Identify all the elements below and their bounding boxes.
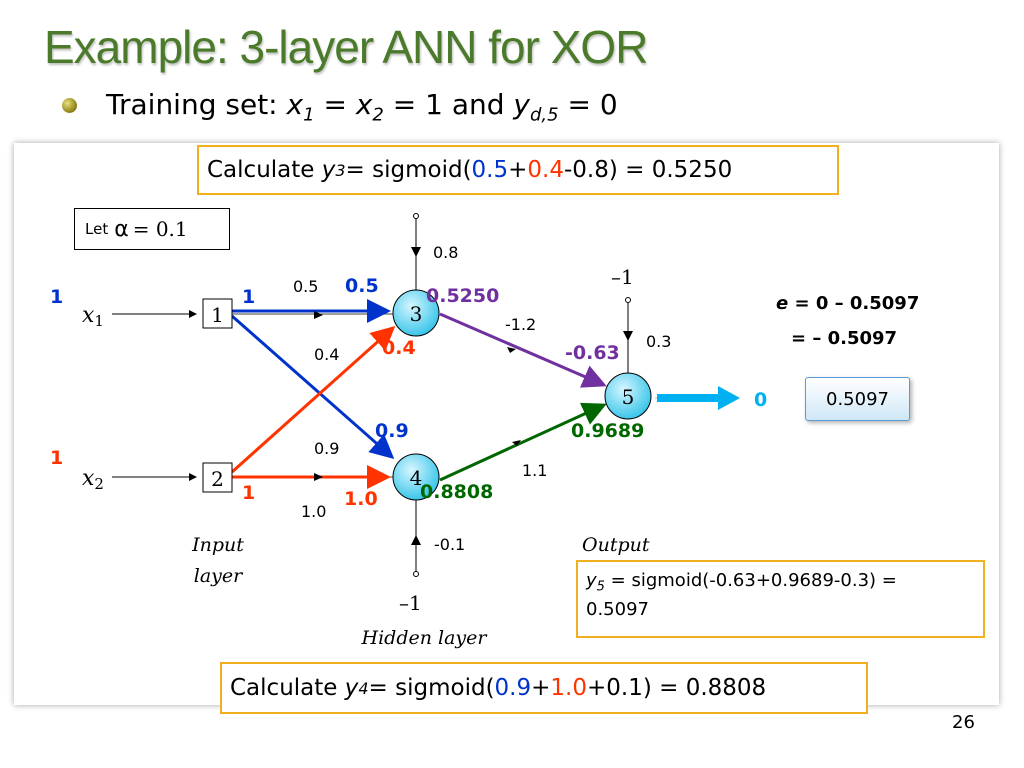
threshold-node-3 xyxy=(413,213,419,219)
input-layer-label-2: layer xyxy=(194,565,244,587)
edge-1-4 xyxy=(231,314,395,459)
weight-13-product: 0.5 xyxy=(345,275,379,297)
x2-label: x2 xyxy=(82,466,104,493)
edge-arrow-35 xyxy=(507,347,516,353)
node2-output: 1 xyxy=(242,482,255,504)
neuron-4-label: 4 xyxy=(410,466,423,490)
neuron-4-output: 0.8808 xyxy=(420,481,493,503)
threshold-4: –1 xyxy=(399,591,422,615)
output-arrow-icon xyxy=(718,386,740,410)
bias-arrow-5 xyxy=(623,331,633,341)
neuron-3 xyxy=(392,289,440,337)
error-line-1: e = 0 – 0.5097 xyxy=(776,293,919,314)
edge-4-5 xyxy=(439,402,607,482)
neuron-4 xyxy=(392,453,440,501)
training-set-text: Training set: x1 = x2 = 1 and yd,5 = 0 xyxy=(106,88,618,126)
output-layer-label: Output xyxy=(582,534,650,556)
bias-arrow-4 xyxy=(411,535,421,545)
neuron-3-label: 3 xyxy=(410,302,423,326)
calc-y5-line-1: y5 = sigmoid(-0.63+0.9689-0.3) = xyxy=(586,570,897,595)
edge-arrow-13 xyxy=(314,311,323,319)
bullet-icon xyxy=(62,98,77,113)
edge-arrow-24 xyxy=(314,473,323,481)
bias-arrow-3 xyxy=(411,247,421,257)
node1-output: 1 xyxy=(242,286,255,308)
weight-35-product: -0.63 xyxy=(565,342,620,364)
calc-y5-box: y5 = sigmoid(-0.63+0.9689-0.3) = 0.5097 xyxy=(576,560,985,638)
neuron-5-input-value: 0.9689 xyxy=(571,420,644,442)
input-node-2-label: 2 xyxy=(211,467,224,491)
predicted-output-box: 0.5097 xyxy=(805,377,910,421)
bias-weight-3: 0.8 xyxy=(433,243,458,262)
error-line-2: = – 0.5097 xyxy=(791,328,897,349)
bias-weight-5: 0.3 xyxy=(646,332,671,351)
x2-value: 1 xyxy=(50,447,63,469)
input-layer-label-1: Input xyxy=(191,534,244,556)
weight-14: 0.9 xyxy=(314,439,339,458)
threshold-node-4 xyxy=(413,571,419,577)
target-value: 0 xyxy=(754,389,767,411)
page-number: 26 xyxy=(952,712,975,733)
input-node-1-label: 1 xyxy=(211,303,224,327)
input-node-2 xyxy=(202,462,233,493)
x1-label: x1 xyxy=(82,303,104,330)
bias-weight-4: -0.1 xyxy=(434,535,465,554)
weight-35: -1.2 xyxy=(505,315,536,334)
x1-value: 1 xyxy=(50,286,63,308)
neuron-3-output: 0.5250 xyxy=(426,285,499,307)
threshold-5: –1 xyxy=(611,265,634,289)
weight-24-product: 1.0 xyxy=(344,488,378,510)
neuron-5-label: 5 xyxy=(622,385,635,409)
edge-arrow-45 xyxy=(512,440,521,446)
edge-2-3 xyxy=(231,326,396,474)
slide-title: Example: 3-layer ANN for XOR xyxy=(44,21,648,73)
weight-13: 0.5 xyxy=(293,277,318,296)
weight-45: 1.1 xyxy=(522,461,547,480)
hidden-layer-label: Hidden layer xyxy=(361,627,489,649)
input-node-1 xyxy=(202,298,233,329)
edge-3-5 xyxy=(439,312,607,388)
calc-y5-line-2: 0.5097 xyxy=(586,599,649,621)
weight-23-product: 0.4 xyxy=(382,337,416,359)
weight-23: 0.4 xyxy=(314,345,339,364)
weight-14-product: 0.9 xyxy=(375,420,409,442)
neuron-5 xyxy=(604,372,652,420)
threshold-node-5 xyxy=(625,297,631,303)
weight-24: 1.0 xyxy=(301,502,326,521)
